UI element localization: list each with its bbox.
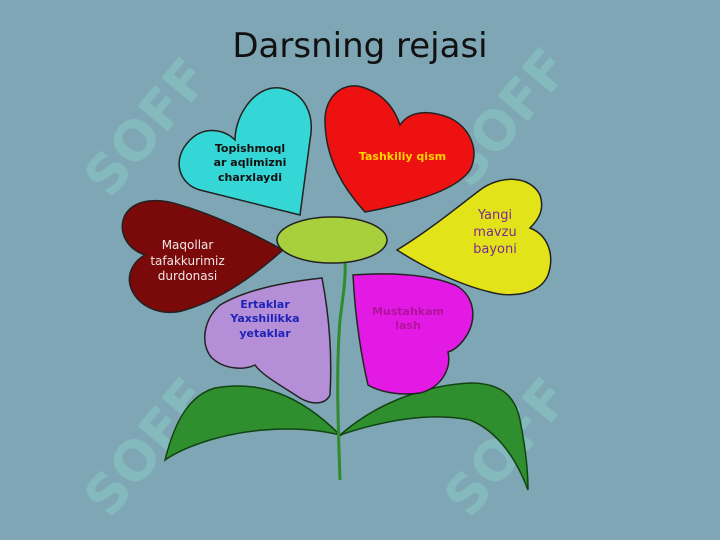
petal-label-topishmoqlar: Topishmoql ar aqlimizni charxlaydi — [213, 142, 287, 184]
page-title: Darsning rejasi — [232, 26, 488, 66]
petal-mustahkamlash — [352, 273, 474, 395]
flower-center — [276, 216, 388, 264]
flower-stem — [336, 259, 347, 481]
leaf-right — [339, 382, 529, 491]
petal-label-ertaklar: Ertaklar Yaxshilikka yetaklar — [230, 298, 300, 340]
petal-label-tashkiliy: Tashkiliy qism — [358, 150, 447, 163]
leaf-left — [163, 385, 343, 462]
petal-maqollar — [121, 199, 285, 314]
petal-label-mustahkamlash: Mustahkam lash — [371, 305, 445, 333]
watermark-text: SOFF — [72, 366, 222, 528]
petal-ertaklar — [204, 277, 332, 404]
petal-yangi-mavzu — [395, 178, 552, 296]
petal-label-yangi-mavzu: Yangi mavzu bayoni — [473, 208, 517, 257]
petal-label-maqollar: Maqollar tafakkurimiz durdonasi — [150, 238, 225, 284]
petal-topishmoqlar — [178, 87, 312, 216]
petal-tashkiliy — [324, 85, 475, 213]
